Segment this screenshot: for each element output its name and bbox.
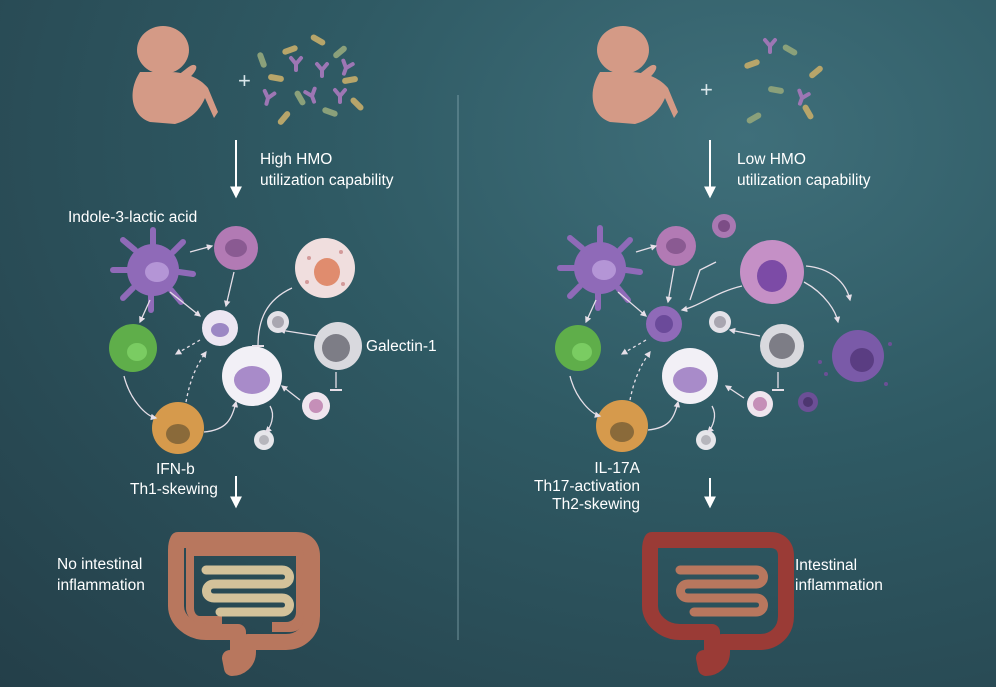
hmo-icon (259, 56, 355, 108)
infant-icon (592, 26, 678, 124)
metabolite-label: Indole-3-lactic acid (68, 209, 198, 226)
immune-cell-icon (109, 226, 362, 454)
left-arrow-label-line1: High HMO (260, 151, 333, 168)
infant-icon (132, 26, 218, 124)
interaction-arrows-right (569, 244, 853, 433)
right-cytokine-line1: IL-17A (594, 460, 640, 477)
interaction-arrows-left (123, 244, 342, 433)
left-arrow-label-line2: utilization capability (260, 172, 394, 189)
right-cytokine-line3: Th2-skewing (552, 496, 640, 513)
left-outcome-line2: inflammation (57, 577, 145, 594)
right-arrow-label-line1: Low HMO (737, 151, 806, 168)
bacteria-icon (256, 33, 365, 127)
right-arrow-label-line2: utilization capability (737, 172, 871, 189)
right-outcome-line2: inflammation (795, 577, 883, 594)
intestine-icon (642, 532, 794, 676)
right-cytokine-line2: Th17-activation (534, 478, 640, 495)
left-outcome-line1: No intestinal (57, 556, 143, 573)
immune-cell-icon (555, 214, 892, 452)
plus-icon: + (700, 77, 713, 102)
protein-label: Galectin-1 (366, 338, 437, 355)
plus-icon: + (238, 68, 251, 93)
left-cytokine-line2: Th1-skewing (130, 481, 218, 498)
bacteria-icon (743, 43, 825, 125)
right-outcome-line1: Intestinal (795, 557, 858, 574)
intestine-icon (168, 532, 320, 676)
left-cytokine-line1: IFN-b (156, 461, 195, 478)
